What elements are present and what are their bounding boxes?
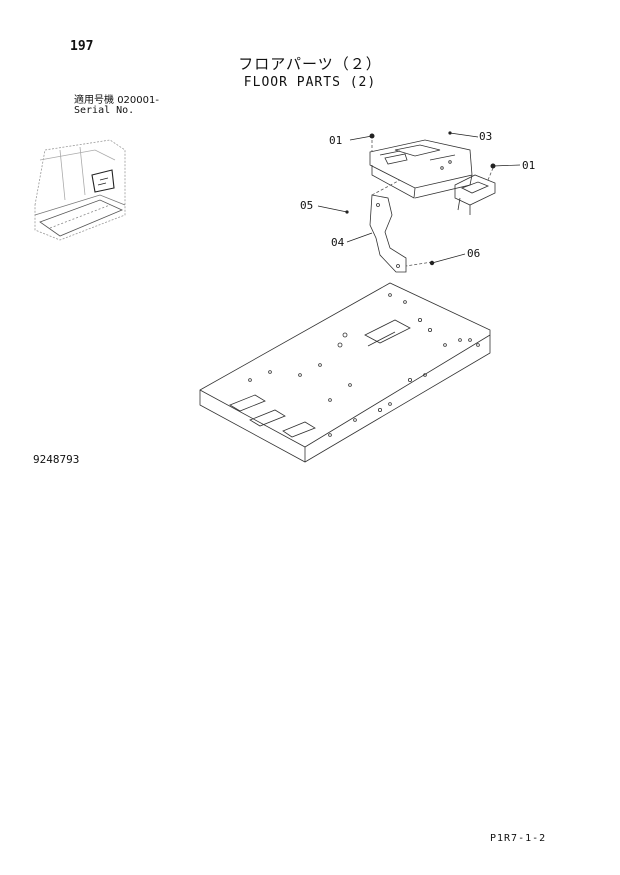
title-japanese: フロアパーツ（２） <box>238 55 382 73</box>
page-number: 197 <box>70 39 94 54</box>
title-english: FLOOR PARTS (2) <box>243 75 377 90</box>
serial-value: 020001- <box>117 95 159 106</box>
drawing-number: 9248793 <box>33 453 80 466</box>
serial-range: 適用号機 020001- <box>74 96 159 106</box>
callout-03: 03 <box>479 130 493 143</box>
machine-overview-thumbnail <box>34 139 126 241</box>
callout-01: 01 <box>329 134 343 147</box>
serial-label-en: Serial No. <box>74 105 135 116</box>
upper-floor-plate <box>369 139 473 199</box>
page-reference: P1R7-1-2 <box>490 833 547 844</box>
serial-label-jp: 適用号機 <box>74 95 114 106</box>
callout-05: 05 <box>300 199 314 212</box>
large-floor-plate <box>199 282 491 463</box>
bracket-plate <box>454 174 496 215</box>
callout-01: 01 <box>522 159 536 172</box>
vertical-cover-plate <box>369 194 407 273</box>
callout-04: 04 <box>331 236 345 249</box>
callout-06: 06 <box>467 247 481 260</box>
